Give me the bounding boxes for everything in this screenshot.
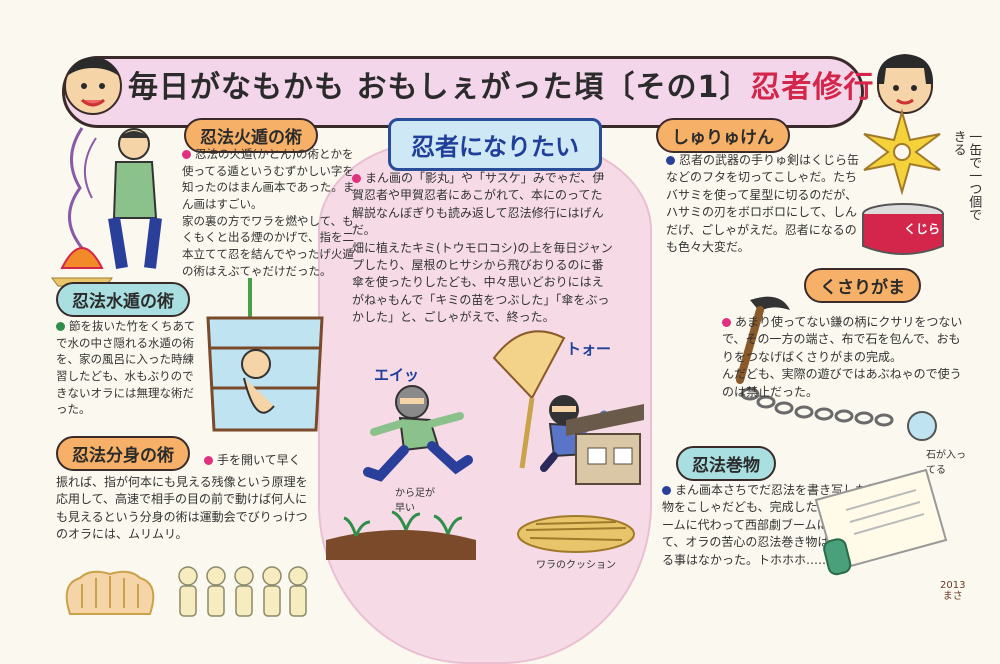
shuriken-heading: しゅりゅけん bbox=[656, 118, 790, 153]
water-body-text: 節を抜いた竹をくちあてで水の中さ隠れる水遁の術を、家の風呂に入った時練習したども… bbox=[56, 319, 196, 417]
kusarigama-body: あまり使ってない鎌の柄にクサリをつないで、その一方の端さ、布で石を包んで、おもり… bbox=[722, 314, 972, 401]
straw-cushion-illustration bbox=[517, 515, 635, 553]
center-title: 忍者になりたい bbox=[388, 118, 602, 171]
page-title: 毎日がなもかも おもしぇがった頃〔その1〕忍者修行!! bbox=[128, 62, 903, 106]
scroll-heading: 忍法巻物 bbox=[676, 446, 776, 481]
kusarigama-caption: 石が入ってる bbox=[926, 450, 966, 476]
scroll-illustration bbox=[814, 468, 948, 576]
bunshin-heading: 忍法分身の術 bbox=[56, 436, 190, 471]
fire-heading: 忍法火遁の術 bbox=[184, 118, 318, 153]
scroll-body-text: まん画本さちでだ忍法を書き写した巻き物をこしゃだども、完成した時には忍者ブームに… bbox=[662, 483, 892, 567]
center-body-text: まん画の「影丸」や「サスケ」みでゃだ、伊賀忍者や甲賀忍者にあこがれて、本にのって… bbox=[352, 171, 613, 325]
house-roof-illustration bbox=[566, 404, 644, 485]
bullet-icon bbox=[182, 150, 191, 159]
title-part-text: 〔その1〕 bbox=[604, 70, 751, 105]
scroll-body: まん画本さちでだ忍法を書き写した巻き物をこしゃだども、完成した時には忍者ブームに… bbox=[662, 482, 892, 569]
bullet-icon bbox=[352, 174, 361, 183]
water-heading: 忍法水遁の術 bbox=[56, 282, 190, 317]
bunshin-note-text: 手を開いて早く bbox=[217, 453, 301, 467]
title-main-text: 毎日がなもかも おもしぇがった頃 bbox=[128, 70, 605, 105]
bunshin-body: 振れば、指が何本にも見える残像という原理を応用して、高速で相手の目の前で動けば何… bbox=[56, 475, 308, 542]
bunshin-section: 忍法分身の術 bbox=[56, 436, 190, 471]
kusarigama-section: くさりがま bbox=[804, 268, 921, 303]
running-ninja-illustration bbox=[363, 385, 473, 482]
caption-feet: から足が早い bbox=[395, 488, 435, 514]
bullet-icon bbox=[722, 318, 731, 327]
fire-body: 忍法の火遁(かとん)の術とかを使ってる遁というむずかしい字を知ったのはまん画本で… bbox=[182, 146, 362, 279]
shuriken-star-icon bbox=[863, 108, 941, 196]
water-body: 節を抜いた竹をくちあてで水の中さ隠れる水遁の術を、家の風呂に入った時練習したども… bbox=[56, 318, 202, 418]
bullet-icon bbox=[666, 156, 675, 165]
scroll-section: 忍法巻物 bbox=[676, 446, 776, 481]
kusarigama-illustration bbox=[736, 296, 937, 441]
fire-section: 忍法火遁の術 bbox=[184, 118, 318, 153]
can-label: くじら bbox=[904, 222, 941, 236]
kusarigama-body-text: あまり使ってない鎌の柄にクサリをつないで、その一方の端さ、布で石を包んで、おもり… bbox=[722, 315, 963, 399]
hands-illustration bbox=[65, 570, 155, 615]
kusarigama-heading: くさりがま bbox=[804, 268, 921, 303]
shuriken-side-note: 一缶で一つ個できる bbox=[950, 130, 982, 221]
caption-rope: ワラのクッション bbox=[536, 560, 616, 571]
bullet-icon bbox=[56, 322, 65, 331]
fire-body-text: 忍法の火遁(かとん)の術とかを使ってる遁というむずかしい字を知ったのはまん画本で… bbox=[182, 147, 355, 278]
shout-right: トォー bbox=[566, 340, 612, 358]
shout-left: エイッ bbox=[374, 366, 420, 384]
shuriken-body: 忍者の武器の手りゅ剣はくじら缶などのフタを切ってこしゃだ。たちバサミを使って星型… bbox=[666, 152, 866, 256]
sprout-field-illustration bbox=[326, 510, 476, 560]
shuriken-body-text: 忍者の武器の手りゅ剣はくじら缶などのフタを切ってこしゃだ。たちバサミを使って星型… bbox=[666, 153, 860, 254]
bullet-icon bbox=[204, 456, 213, 465]
bath-barrel-illustration bbox=[206, 278, 324, 432]
many-ninjas-illustration bbox=[178, 566, 308, 617]
whale-can-illustration bbox=[862, 203, 944, 255]
bunshin-note: 手を開いて早く bbox=[204, 452, 301, 469]
fire-ninja-illustration bbox=[51, 127, 162, 287]
water-section: 忍法水遁の術 bbox=[56, 282, 190, 317]
signature: 2013 まさ bbox=[940, 580, 966, 602]
center-cloud bbox=[318, 140, 652, 664]
girl-face-right bbox=[876, 54, 934, 114]
center-body: まん画の「影丸」や「サスケ」みでゃだ、伊賀忍者や甲賀忍者にあこがれて、本にのって… bbox=[352, 170, 614, 327]
boy-face-left bbox=[64, 57, 122, 115]
bullet-icon bbox=[662, 486, 671, 495]
shuriken-section: しゅりゅけん bbox=[656, 118, 790, 153]
